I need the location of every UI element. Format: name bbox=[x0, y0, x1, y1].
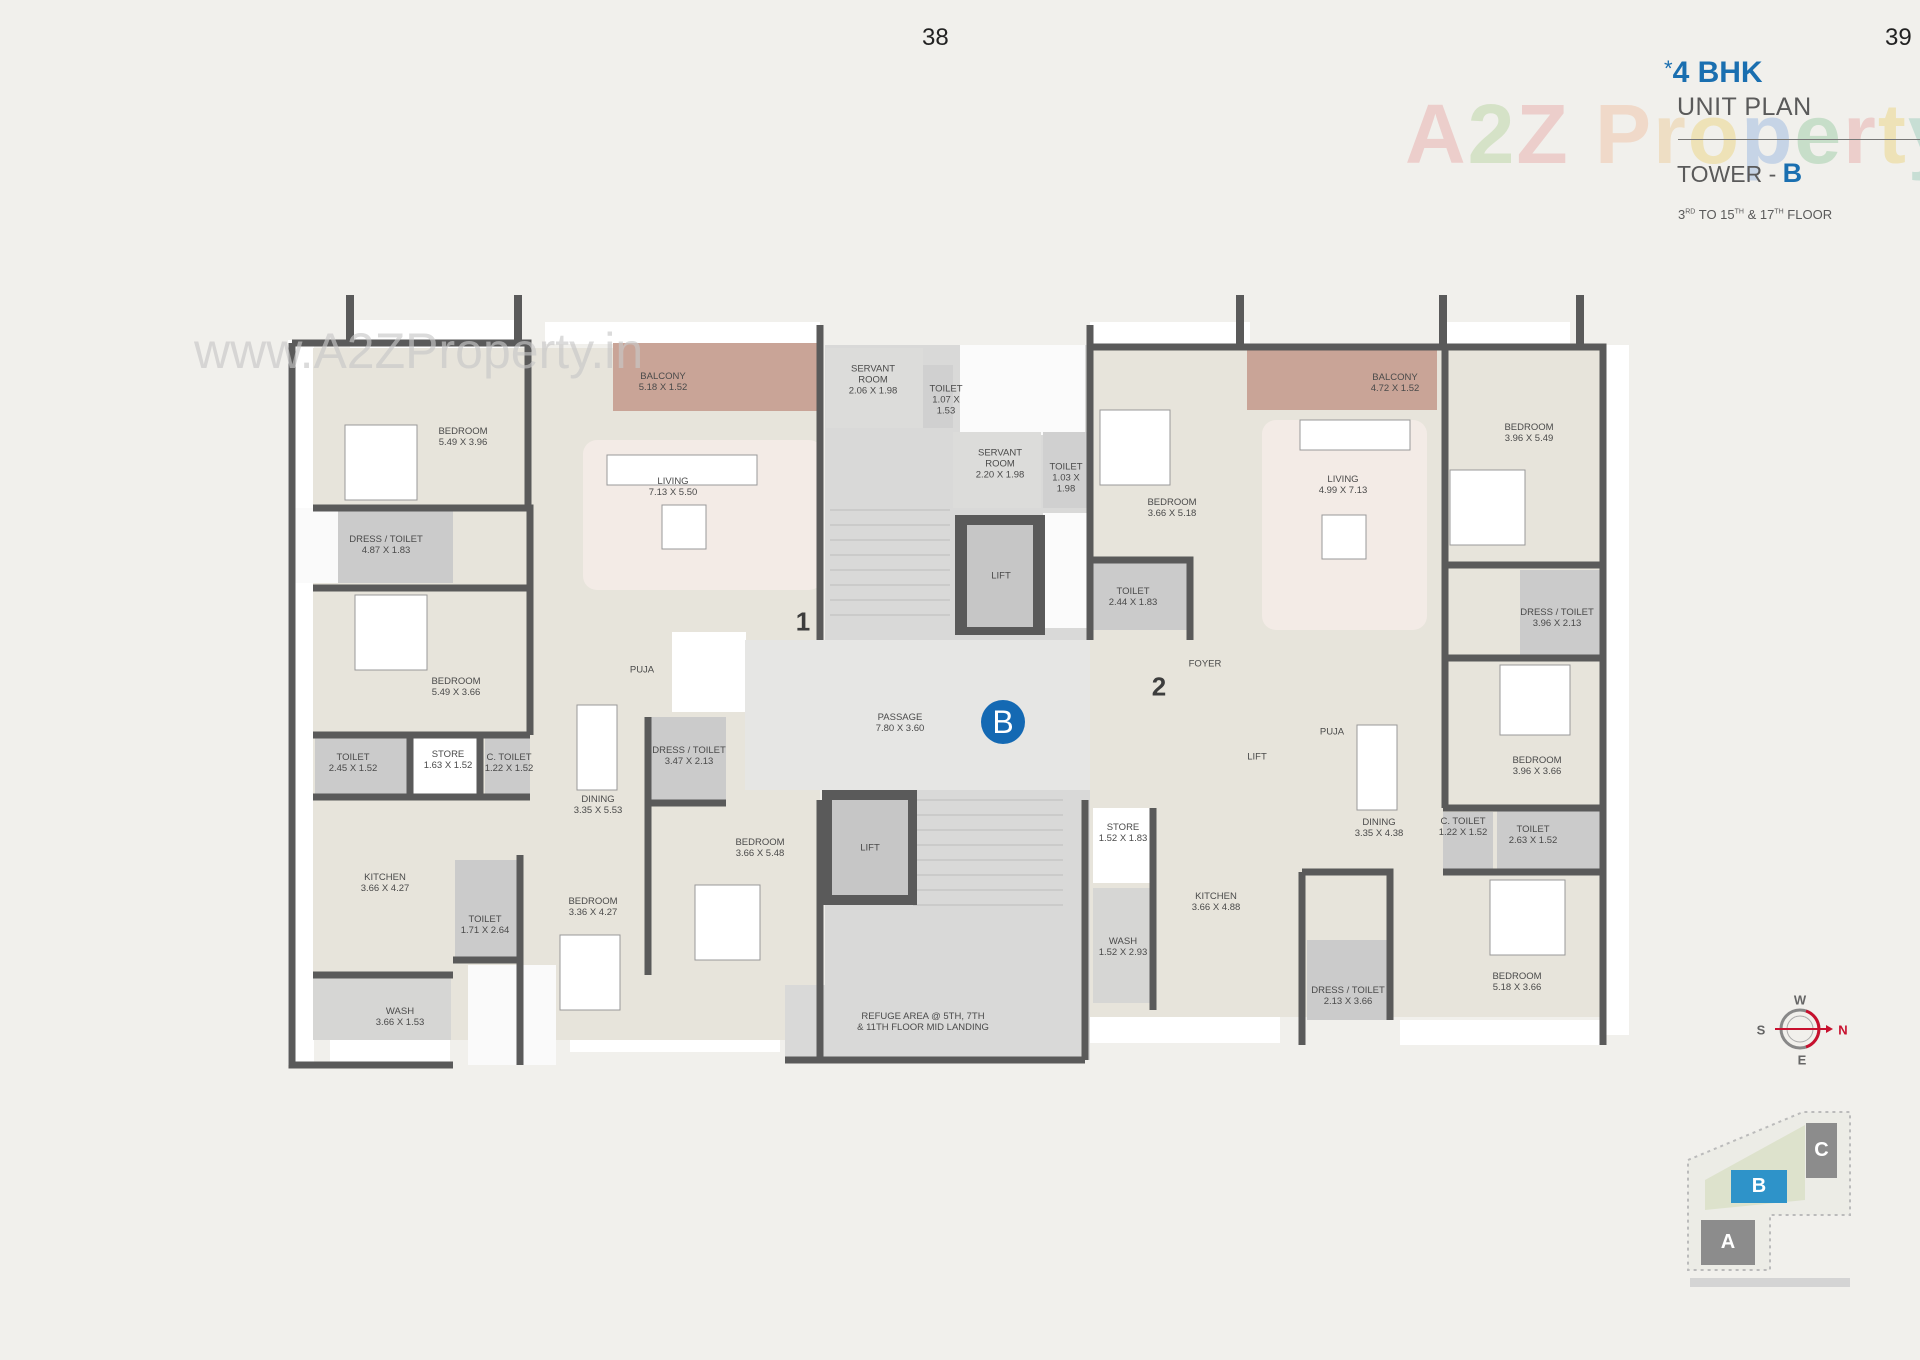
site-block-b: B bbox=[1731, 1170, 1787, 1203]
lift-label: LIFT bbox=[860, 842, 880, 854]
room-label: FOYER bbox=[1188, 658, 1222, 670]
compass-south: S bbox=[1756, 1022, 1766, 1038]
unit-marker-2: 2 bbox=[1151, 671, 1167, 702]
floor-range: 3RD TO 15TH & 17TH FLOOR bbox=[1678, 207, 1833, 222]
tower-label: TOWER - B bbox=[1677, 158, 1803, 188]
unit-marker-1: 1 bbox=[795, 606, 811, 637]
site-block-c: C bbox=[1806, 1123, 1837, 1178]
lift-label: LIFT bbox=[1247, 751, 1267, 763]
watermark-logo: A2Z Property bbox=[1405, 87, 1920, 181]
site-block-a: A bbox=[1701, 1220, 1755, 1265]
page-number-right: 39 bbox=[1885, 24, 1912, 51]
tower-badge: B bbox=[981, 700, 1025, 744]
unit-type-title: *4 BHK bbox=[1664, 56, 1763, 89]
compass-icon bbox=[1775, 1008, 1833, 1050]
page-number-left: 38 bbox=[922, 24, 949, 51]
header-divider bbox=[1678, 139, 1920, 140]
room-label: PUJA bbox=[629, 664, 655, 676]
lift-label: LIFT bbox=[991, 570, 1011, 582]
compass-north: N bbox=[1838, 1022, 1848, 1038]
compass-east: E bbox=[1797, 1052, 1807, 1068]
compass-west: W bbox=[1793, 992, 1807, 1008]
watermark-url: www.A2ZProperty.in bbox=[194, 323, 644, 379]
room-label: REFUGE AREA @ 5TH, 7TH& 11TH FLOOR MID L… bbox=[857, 1011, 989, 1033]
unit-plan-subtitle: UNIT PLAN bbox=[1677, 93, 1812, 121]
room-label: PUJA bbox=[1319, 726, 1345, 738]
